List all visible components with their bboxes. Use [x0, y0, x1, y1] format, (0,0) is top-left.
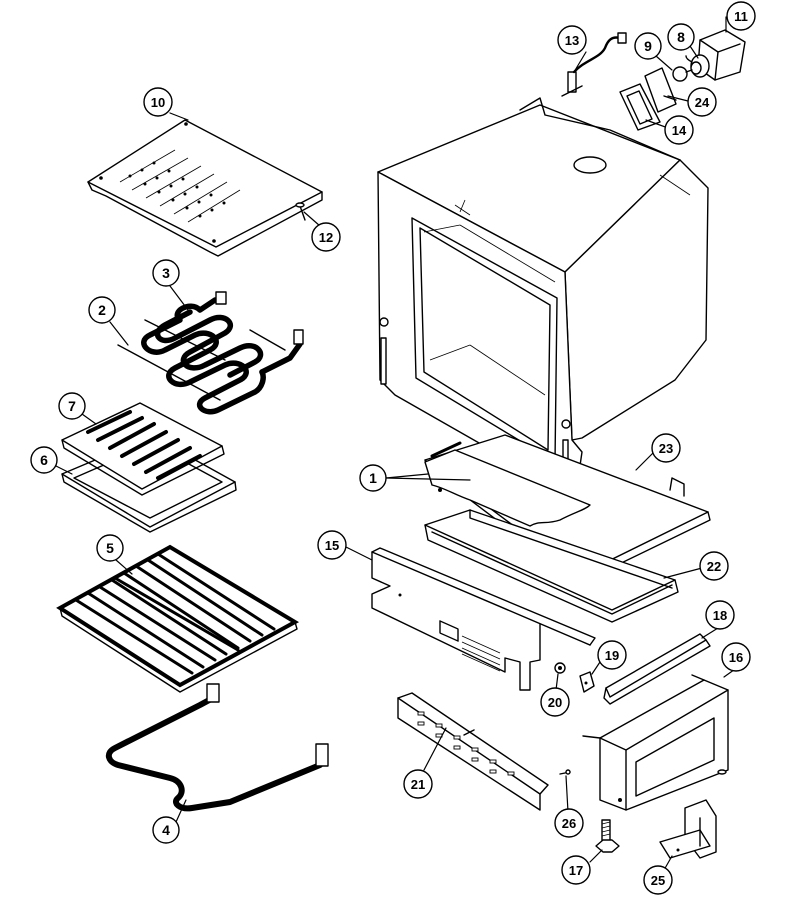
callout-label: 19	[605, 648, 619, 663]
callout-label: 17	[569, 863, 583, 878]
callout-label: 8	[677, 29, 685, 45]
rivet-part	[559, 769, 571, 775]
callouts: 1 2 3 4 5 6 7 8 9 10 11 12 13 14 15 16 1…	[30, 1, 756, 895]
callout-26: 26	[554, 808, 584, 838]
callout-label: 9	[644, 38, 652, 54]
callout-label: 18	[713, 608, 727, 623]
callout-label: 15	[325, 538, 339, 553]
callout-label: 1	[369, 470, 377, 486]
callout-1: 1	[359, 464, 387, 492]
callout-20: 20	[540, 687, 570, 717]
callout-10: 10	[143, 87, 173, 117]
callout-6: 6	[30, 446, 58, 474]
callout-label: 20	[548, 695, 562, 710]
callout-21: 21	[403, 769, 433, 799]
callout-12: 12	[311, 222, 341, 252]
callout-5: 5	[96, 534, 124, 562]
callout-label: 3	[162, 265, 170, 281]
spacer-part	[554, 662, 566, 674]
sensor-part	[561, 32, 627, 97]
callout-label: 4	[162, 822, 170, 838]
callout-18: 18	[705, 600, 735, 630]
screw-part	[295, 202, 306, 221]
oven-bottom-liner-part	[424, 441, 591, 527]
callout-16: 16	[721, 642, 751, 672]
lamp-lens-part	[644, 67, 677, 113]
side-rail-part	[603, 633, 711, 705]
callout-22: 22	[699, 551, 729, 581]
oven-cavity	[377, 97, 709, 501]
callout-label: 12	[319, 230, 333, 245]
callout-label: 7	[68, 398, 76, 414]
callout-17: 17	[561, 855, 591, 885]
callout-label: 6	[40, 452, 48, 468]
callout-label: 22	[707, 559, 721, 574]
callout-9: 9	[634, 32, 662, 60]
callout-label: 14	[672, 123, 687, 138]
callout-label: 24	[695, 95, 710, 110]
callout-label: 21	[411, 777, 425, 792]
callout-2: 2	[88, 296, 116, 324]
lamp-bulb-part	[672, 66, 693, 82]
lamp-receptacle-part	[685, 54, 710, 78]
callout-label: 26	[562, 816, 576, 831]
drawer-support-part	[397, 692, 549, 811]
broil-element-shield-part	[87, 119, 323, 257]
leveling-leg-part	[595, 819, 620, 853]
callout-4: 4	[152, 816, 180, 844]
callout-label: 16	[729, 650, 743, 665]
callout-19: 19	[597, 640, 627, 670]
callout-label: 13	[565, 33, 579, 48]
oven-rack-part	[56, 544, 300, 693]
callout-8: 8	[667, 23, 695, 51]
leader-lines	[55, 16, 739, 871]
bottom-panel-part	[424, 509, 679, 623]
callout-label: 23	[659, 441, 673, 456]
broiler-pan-insert-part	[61, 402, 225, 496]
anti-tip-bracket-part	[659, 799, 717, 859]
front-frame-part	[371, 547, 596, 691]
lamp-gasket-part	[619, 83, 661, 131]
lamp-housing-part	[697, 29, 746, 81]
callout-label: 25	[651, 873, 665, 888]
callout-25: 25	[643, 865, 673, 895]
callout-3: 3	[152, 259, 180, 287]
clip-part	[579, 671, 595, 693]
broil-element-part	[117, 291, 304, 415]
callout-14: 14	[664, 115, 694, 145]
callout-label: 5	[106, 540, 114, 556]
leveling-leg-bracket-part	[582, 674, 729, 811]
callout-label: 10	[151, 95, 165, 110]
bake-element-part	[105, 683, 329, 812]
callout-11: 11	[726, 1, 756, 31]
callout-15: 15	[317, 530, 347, 560]
callout-24: 24	[687, 87, 717, 117]
callout-13: 13	[557, 25, 587, 55]
callout-label: 2	[98, 302, 106, 318]
callout-23: 23	[651, 433, 681, 463]
callout-7: 7	[58, 392, 86, 420]
callout-label: 11	[734, 9, 748, 24]
